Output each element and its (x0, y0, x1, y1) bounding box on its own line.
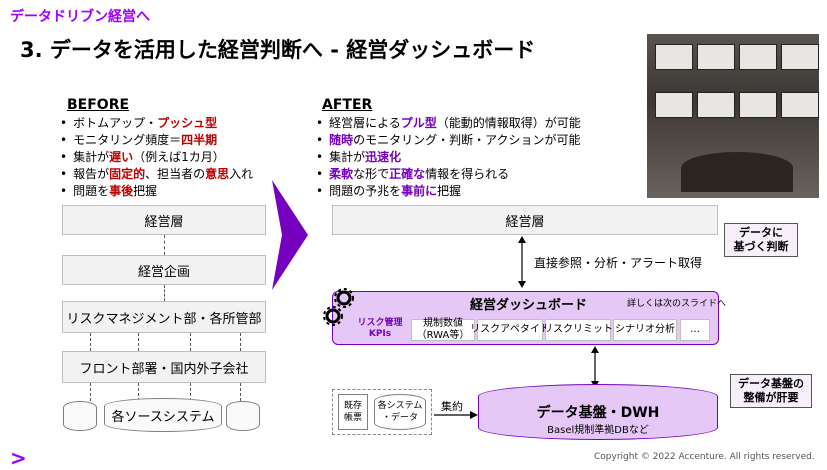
list-item: 集計が遅い（例えば1カ月） (60, 149, 253, 166)
before-bullets: ボトムアップ・プッシュ型 モニタリング頻度＝四半期 集計が遅い（例えば1カ月） … (60, 115, 253, 200)
before-layer-risk-depts: リスクマネジメント部・各所管部 (62, 301, 266, 333)
source-group (332, 389, 432, 435)
arrow-right-icon (434, 411, 478, 419)
slide-title: 3. データを活用した経営判断へ - 経営ダッシュボード (20, 38, 536, 62)
callout-data-foundation: データ基盤の 整備が肝要 (730, 374, 812, 408)
gear-icon (323, 306, 343, 326)
dashboard-room-photo (647, 34, 819, 198)
bidirectional-arrow-icon (518, 236, 526, 288)
kpi-cell-more: … (680, 319, 710, 341)
before-label: BEFORE (67, 97, 130, 113)
list-item: モニタリング頻度＝四半期 (60, 132, 253, 149)
kpi-cell-regulatory: 規制数値 （RWA等） (411, 318, 475, 341)
list-item: ボトムアップ・プッシュ型 (60, 115, 253, 132)
list-item: 問題の予兆を事前に把握 (316, 183, 581, 200)
transition-arrow-icon (272, 180, 308, 290)
kpi-label: リスク管理 KPIs (357, 318, 403, 339)
kpi-cell-risk-appetite: リスクアペタイト (470, 319, 550, 341)
callout-data-driven: データに 基づく判断 (724, 223, 798, 257)
dashboard-title: 経営ダッシュボード (470, 298, 588, 313)
aggregate-label: 集約 (441, 400, 463, 413)
list-item: 問題を事後把握 (60, 183, 253, 200)
list-item: 集計が迅速化 (316, 149, 581, 166)
before-layer-front: フロント部署・国内外子会社 (62, 351, 266, 383)
list-item: 随時のモニタリング・判断・アクションが可能 (316, 132, 581, 149)
list-item: 柔軟な形で正確な情報を得られる (316, 166, 581, 183)
before-layer-management: 経営層 (62, 205, 266, 235)
kpi-cell-risk-limit: リスクリミット (543, 319, 613, 341)
link-label: 直接参照・分析・アラート取得 (534, 256, 703, 270)
source-systems-data: 各システム ・データ (374, 394, 426, 430)
dashboard-note: 詳しくは次のスライドへ (627, 299, 727, 309)
dwh-subtitle: Basel規制準拠DBなど (547, 425, 649, 436)
before-layer-sources: 各ソースシステム (104, 398, 222, 432)
kpi-cell-scenario: シナリオ分析 (613, 319, 677, 341)
dwh-title: データ基盤・DWH (536, 405, 660, 421)
source-db-icon (226, 401, 260, 431)
before-layer-planning: 経営企画 (62, 255, 266, 285)
bidirectional-arrow-icon (591, 346, 599, 388)
after-layer-management: 経営層 (332, 205, 718, 235)
after-label: AFTER (322, 97, 373, 113)
accenture-logo-icon: > (10, 446, 27, 470)
copyright: Copyright © 2022 Accenture. All rights r… (594, 452, 815, 462)
list-item: 報告が固定的、担当者の意思入れ (60, 166, 253, 183)
after-bullets: 経営層によるプル型（能動的情報取得）が可能 随時のモニタリング・判断・アクション… (316, 115, 581, 200)
section-kicker: データドリブン経営へ (10, 9, 150, 25)
dwh-cylinder (478, 384, 718, 440)
list-item: 経営層によるプル型（能動的情報取得）が可能 (316, 115, 581, 132)
gear-icon (334, 288, 354, 308)
source-legacy-reports: 既存 帳票 (338, 394, 368, 430)
source-db-icon (63, 401, 97, 431)
